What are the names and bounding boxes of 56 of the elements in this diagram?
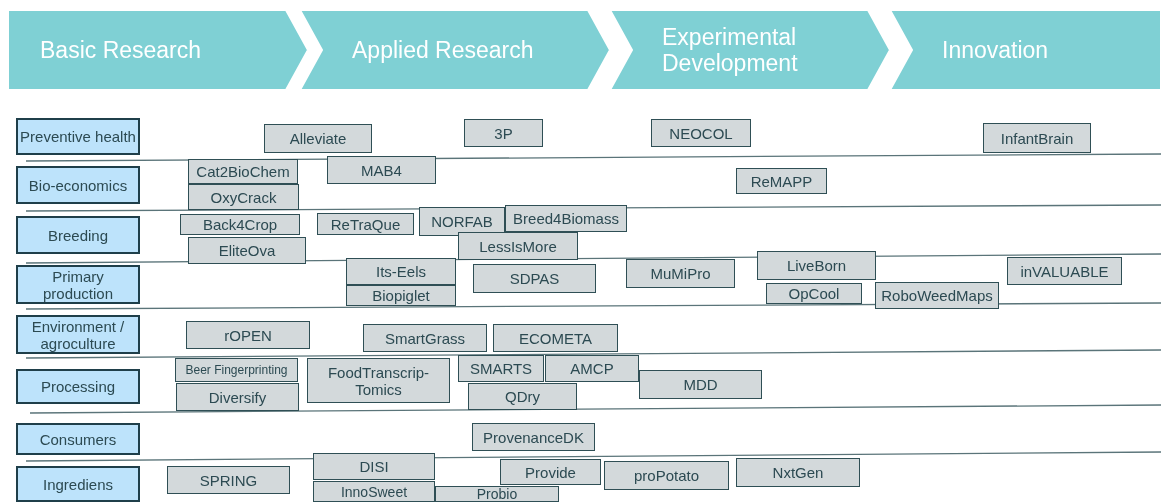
project-box: MDD [639, 370, 762, 399]
project-box: SPRING [167, 466, 290, 494]
project-box: rOPEN [186, 321, 310, 349]
project-box: Diversify [176, 383, 299, 411]
stage-label: Applied Research [352, 36, 534, 64]
category-label: Primary production [16, 265, 140, 304]
project-box: ProvenanceDK [472, 423, 595, 451]
project-box: Its-Eels [346, 258, 456, 285]
category-label: Processing [16, 369, 140, 404]
stage-label: Basic Research [40, 36, 202, 64]
project-box: NEOCOL [651, 119, 751, 147]
project-box: inVALUABLE [1007, 257, 1122, 285]
project-box: Alleviate [264, 124, 372, 153]
category-label: Bio-economics [16, 166, 140, 204]
category-label: Breeding [16, 216, 140, 254]
project-box: InnoSweet [313, 481, 435, 502]
project-box: InfantBrain [983, 123, 1091, 153]
project-box: proPotato [604, 461, 729, 490]
project-box: FoodTranscrip-Tomics [307, 358, 450, 403]
project-box: Probio [435, 486, 559, 502]
project-box: DISI [313, 453, 435, 480]
project-box: ECOMETA [493, 324, 618, 352]
project-box: RoboWeedMaps [875, 282, 999, 309]
project-box: 3P [464, 119, 543, 147]
project-box: LessIsMore [458, 232, 578, 260]
project-box: MuMiPro [626, 259, 735, 288]
stage-banner-segment [8, 10, 308, 90]
category-label: Preventive health [16, 118, 140, 155]
category-label: Consumers [16, 423, 140, 455]
project-box: OpCool [766, 283, 862, 304]
category-label: Environment / agroculture [16, 315, 140, 354]
stage-label: Experimental Development [662, 23, 799, 77]
project-box: NORFAB [419, 207, 505, 236]
project-box: SmartGrass [363, 324, 487, 352]
project-box: Beer Fingerprinting [175, 358, 298, 382]
category-label: Ingrediens [16, 466, 140, 502]
project-box: SMARTS [458, 355, 544, 382]
stage-banner-segment [890, 10, 1161, 90]
project-box: SDPAS [473, 264, 596, 293]
stage-label: Innovation [942, 36, 1049, 64]
project-box: EliteOva [188, 237, 306, 264]
project-box: OxyCrack [188, 184, 299, 210]
project-box: MAB4 [327, 156, 436, 184]
project-box: LiveBorn [757, 251, 876, 280]
project-box: NxtGen [736, 458, 860, 487]
project-box: ReTraQue [317, 213, 414, 235]
project-box: Breed4Biomass [505, 205, 627, 232]
project-box: ReMAPP [736, 168, 827, 194]
project-box: Cat2BioChem [188, 159, 298, 184]
stage-banner-segment [610, 10, 890, 90]
project-box: Biopiglet [346, 285, 456, 306]
project-box: QDry [468, 383, 577, 410]
project-box: Back4Crop [180, 214, 300, 235]
project-box: AMCP [545, 355, 639, 382]
project-box: Provide [500, 459, 601, 485]
stage-banner-segment [300, 10, 610, 90]
